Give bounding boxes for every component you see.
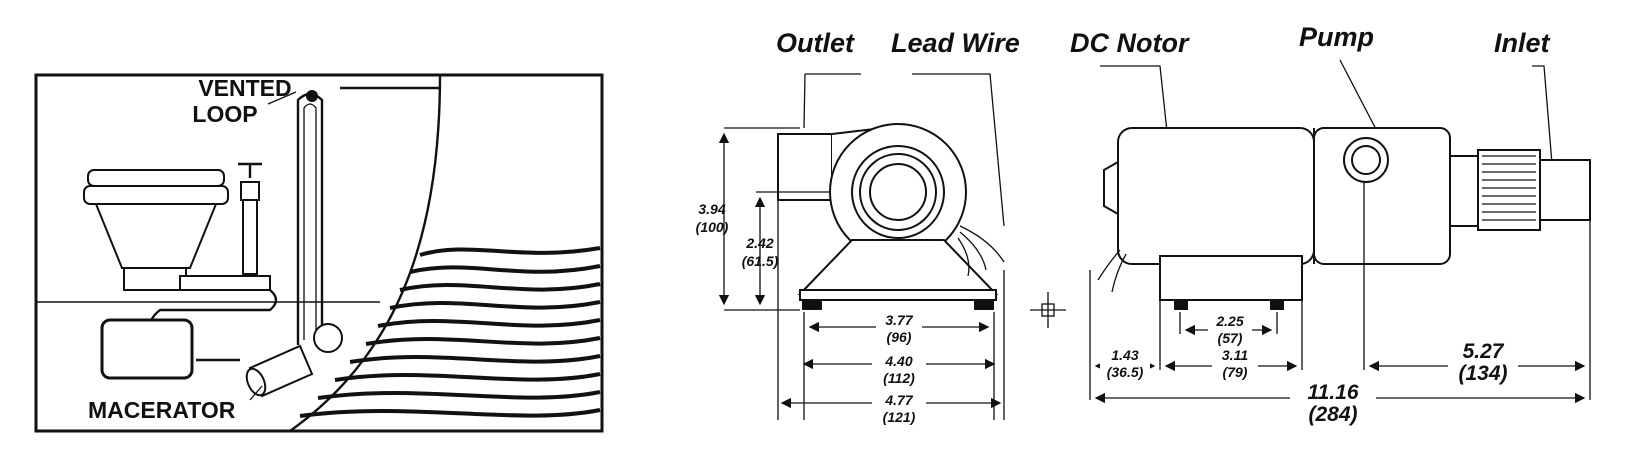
- hull-curve: [289, 74, 442, 432]
- vented-loop-label-line2: LOOP: [192, 101, 257, 127]
- hand-pump: [238, 162, 262, 275]
- side-base: [1159, 255, 1303, 301]
- thread-lines: [1482, 155, 1536, 221]
- height-total-in: 3.94: [698, 201, 725, 217]
- mounting-foot: [797, 239, 999, 295]
- outlet-spout: [777, 133, 833, 201]
- macerator-leader: [249, 385, 263, 401]
- callout-pump: Pump: [1299, 22, 1374, 52]
- overall-width-in: 4.77: [884, 392, 913, 408]
- base-length-in: 3.11: [1222, 347, 1248, 363]
- base-width-in: 4.40: [884, 353, 912, 369]
- inlet-spout: [1539, 159, 1591, 221]
- overall-width-mm: (121): [883, 409, 916, 425]
- callout-lead-wire: Lead Wire: [891, 28, 1020, 58]
- motor-end-cap: [1103, 160, 1119, 216]
- end-to-base-in: 1.43: [1111, 347, 1138, 363]
- height-total-mm: (100): [696, 219, 729, 235]
- vented-loop-label-line1: VENTED: [198, 75, 291, 101]
- side-lead-wires: [1097, 249, 1127, 293]
- installation-illustration: VENTED LOOP MACERATOR: [34, 73, 604, 433]
- motor-body: [1117, 127, 1315, 265]
- vented-loop-leader: [267, 91, 297, 105]
- end-to-base-mm: (36.5): [1107, 364, 1144, 380]
- base-holes-in: 3.77: [885, 312, 913, 328]
- callout-dc-motor: DC Notor: [1070, 28, 1190, 58]
- inlet-length-mm: (134): [1458, 362, 1507, 385]
- inlet-length-in: 5.27: [1463, 340, 1505, 363]
- base-holes-mm: (96): [887, 329, 912, 345]
- inlet-threads: [1477, 149, 1541, 231]
- center-mark: [1030, 292, 1066, 328]
- lead-wires: [957, 225, 1005, 277]
- height-center-mm: (61.5): [742, 253, 779, 269]
- pump-end-view: 3.94 (100) 2.42 (61.5) 3.77 (96) 4.40 (1…: [696, 123, 1066, 428]
- foot-pad-left: [802, 300, 822, 310]
- vented-loop: [296, 90, 343, 353]
- height-center-in: 2.42: [745, 235, 773, 251]
- hole-spacing-in: 2.25: [1215, 313, 1243, 329]
- overall-length-in: 11.16: [1308, 381, 1359, 404]
- water-waves: [299, 246, 601, 418]
- outlet-leader: [803, 73, 806, 129]
- callout-outlet: Outlet: [776, 28, 855, 58]
- through-hull-fitting: [245, 344, 314, 398]
- lead-wire-leader: [912, 73, 1005, 227]
- pump-side-view: 2.25 (57) 1.43 (36.5) 3.11 (79) 5.27 (13…: [1089, 127, 1591, 428]
- macerator-label: MACERATOR: [88, 397, 236, 423]
- base-length-mm: (79): [1223, 364, 1248, 380]
- toilet: [83, 169, 271, 291]
- hole-spacing-mm: (57): [1218, 330, 1243, 346]
- inlet-leader: [1532, 65, 1554, 177]
- macerator-unit: [100, 318, 194, 380]
- overall-length-mm: (284): [1308, 403, 1357, 426]
- base-width-mm: (112): [883, 370, 915, 386]
- foot-pad-right: [974, 300, 994, 310]
- callout-inlet: Inlet: [1494, 28, 1551, 58]
